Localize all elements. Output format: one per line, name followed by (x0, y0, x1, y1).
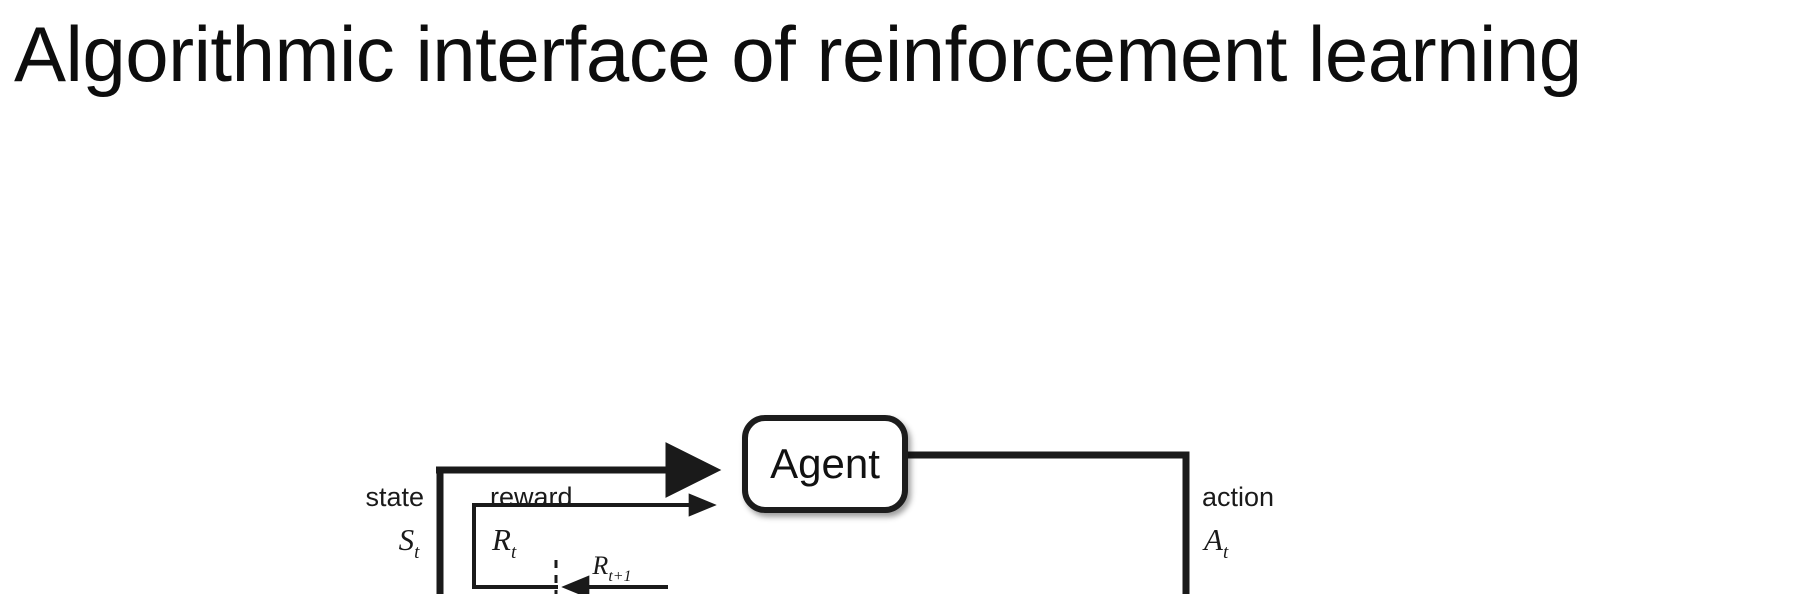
next-reward-symbol: Rt+1 (591, 551, 631, 585)
node-agent[interactable]: Agent (742, 415, 908, 513)
rl-diagram-container: Agent Environment state St reward Rt act… (0, 170, 1820, 594)
state-label: state (365, 482, 424, 512)
agent-label: Agent (770, 440, 880, 487)
action-label: action (1202, 482, 1274, 512)
edge-state-to-agent (436, 442, 722, 594)
reward-label: reward (490, 482, 573, 512)
action-symbol: At (1202, 522, 1229, 563)
state-symbol: St (399, 522, 421, 563)
reward-symbol: Rt (491, 522, 517, 563)
edge-reward-to-agent (472, 493, 717, 589)
page-title: Algorithmic interface of reinforcement l… (14, 10, 1582, 98)
agent-box[interactable] (742, 415, 908, 513)
agent-environment-loop-diagram: Agent Environment state St reward Rt act… (365, 415, 1274, 594)
edge-action-to-environment (905, 451, 1190, 594)
